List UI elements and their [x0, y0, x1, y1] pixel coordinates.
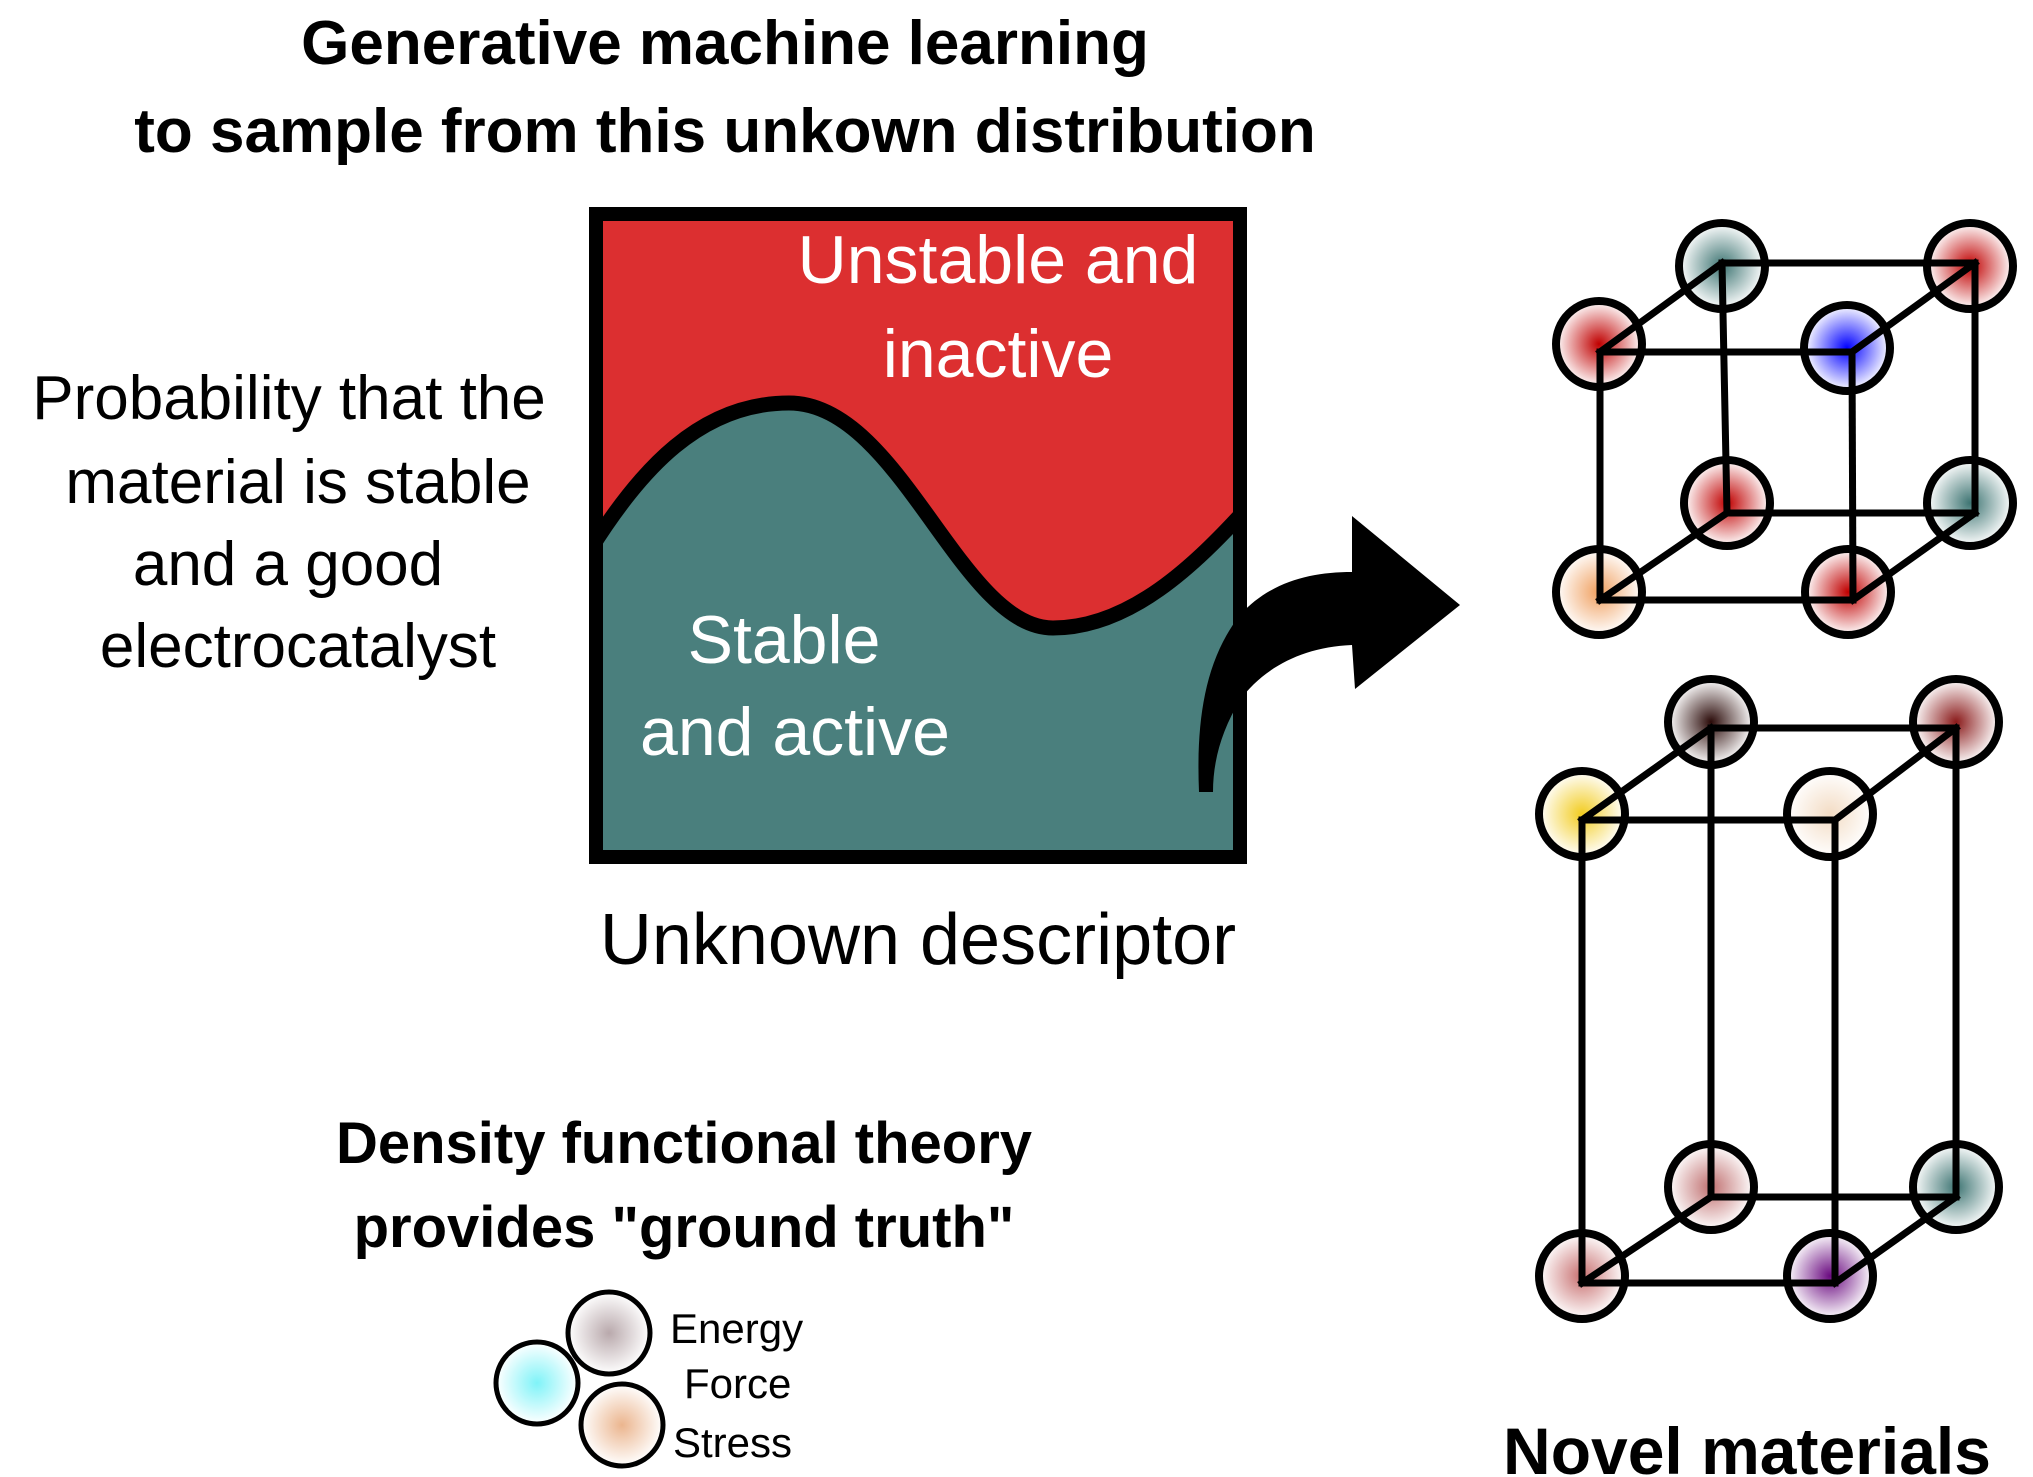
lattice-edge	[1577, 723, 1716, 825]
stable-active-region	[596, 403, 1240, 857]
lattice-edge	[1718, 259, 1731, 517]
y-axis-label: Probability that the material is stable …	[32, 364, 546, 681]
atom-front-bottom-right	[1783, 1229, 1877, 1323]
atom-front-bottom-right	[1801, 545, 1895, 639]
dft-title-line-1: Density functional theory	[336, 1111, 1032, 1176]
lattice-edge	[1830, 1192, 1961, 1288]
y-axis-label-line-4: electrocatalyst	[100, 612, 496, 681]
atom-front-top-right	[1800, 301, 1894, 395]
curved-arrow-right-icon	[1198, 516, 1460, 792]
dft-property-atoms	[493, 1289, 666, 1469]
lattice-edge	[1595, 508, 1732, 605]
atom-front-top-right	[1783, 767, 1877, 861]
lattice-edge	[1595, 258, 1727, 357]
lattice-edge	[1830, 723, 1961, 825]
stable-label-line-2: and active	[640, 694, 950, 770]
header-title-line-2: to sample from this unkown distribution	[134, 97, 1315, 166]
stress-atom-icon	[578, 1381, 666, 1469]
unstable-label-line-2: inactive	[883, 316, 1114, 392]
energy-atom-icon	[565, 1289, 653, 1377]
lattice-edge	[1848, 508, 1980, 605]
header-title-line-1: Generative machine learning	[301, 9, 1149, 78]
dft-property-force: Force	[684, 1360, 791, 1407]
lattice-edge	[1847, 258, 1980, 357]
crystal-structure-tetragonal	[1535, 675, 2003, 1323]
crystal-structure-cubic	[1552, 219, 2017, 639]
stable-label-line-1: Stable	[688, 602, 881, 678]
dft-property-energy: Energy	[670, 1305, 803, 1352]
lattice-edge	[1577, 1192, 1716, 1288]
unstable-label-line-1: Unstable and	[798, 222, 1199, 298]
atom-back-bottom-right	[1923, 456, 2017, 550]
distribution-boundary-curve	[596, 395, 1240, 636]
force-atom-icon	[493, 1339, 581, 1427]
novel-materials-label: Novel materials	[1503, 1414, 1991, 1477]
header-title: Generative machine learning to sample fr…	[134, 9, 1315, 166]
distribution-box: Unstable and inactive Stable and active	[589, 207, 1247, 864]
distribution-box-frame	[589, 207, 1247, 864]
x-axis-label: Unknown descriptor	[600, 900, 1236, 980]
y-axis-label-line-2: material is stable	[65, 448, 530, 517]
dft-section: Density functional theory provides "grou…	[336, 1111, 1032, 1469]
y-axis-label-line-1: Probability that the	[32, 364, 546, 433]
y-axis-label-line-3: and a good	[133, 530, 443, 599]
lattice-edge	[1848, 348, 1857, 604]
dft-title-line-2: provides "ground truth"	[354, 1195, 1015, 1260]
dft-property-stress: Stress	[673, 1419, 792, 1466]
